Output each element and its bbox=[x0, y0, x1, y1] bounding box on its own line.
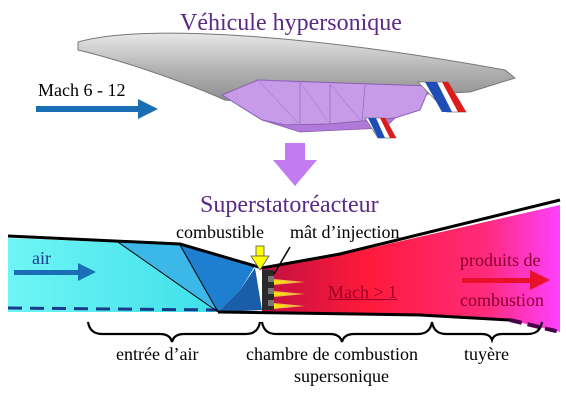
air-label: air bbox=[32, 248, 51, 268]
scramjet-cross-section bbox=[7, 198, 561, 334]
mach-flow-arrow bbox=[36, 99, 158, 119]
chamber-label-line1: chambre de combustion bbox=[246, 344, 418, 364]
mach-range-label: Mach 6 - 12 bbox=[38, 80, 126, 100]
nozzle-label: tuyère bbox=[464, 344, 509, 364]
products-arrow bbox=[462, 270, 550, 290]
air-flow-arrow bbox=[14, 263, 96, 281]
down-arrow-icon bbox=[273, 143, 317, 186]
mach-gt-1-label: Mach > 1 bbox=[328, 282, 398, 302]
fuel-arrow-icon bbox=[250, 245, 270, 271]
inlet-bracket bbox=[86, 321, 262, 343]
combustion-chamber bbox=[262, 205, 560, 332]
nozzle-bracket bbox=[430, 321, 544, 344]
products-label-line2: combustion bbox=[460, 290, 544, 310]
inlet-label: entrée d’air bbox=[116, 344, 199, 364]
products-label-line1: produits de bbox=[460, 250, 541, 270]
vehicle-title: Véhicule hypersonique bbox=[180, 10, 402, 36]
section-brackets bbox=[86, 321, 544, 344]
engine-title: Superstatoréacteur bbox=[200, 192, 379, 218]
fuel-label: combustible bbox=[176, 222, 264, 242]
chamber-label-line2: supersonique bbox=[294, 366, 389, 386]
injection-mast-label: mât d’injection bbox=[290, 222, 400, 242]
chamber-bracket bbox=[260, 321, 434, 343]
hypersonic-vehicle-icon bbox=[77, 32, 517, 139]
